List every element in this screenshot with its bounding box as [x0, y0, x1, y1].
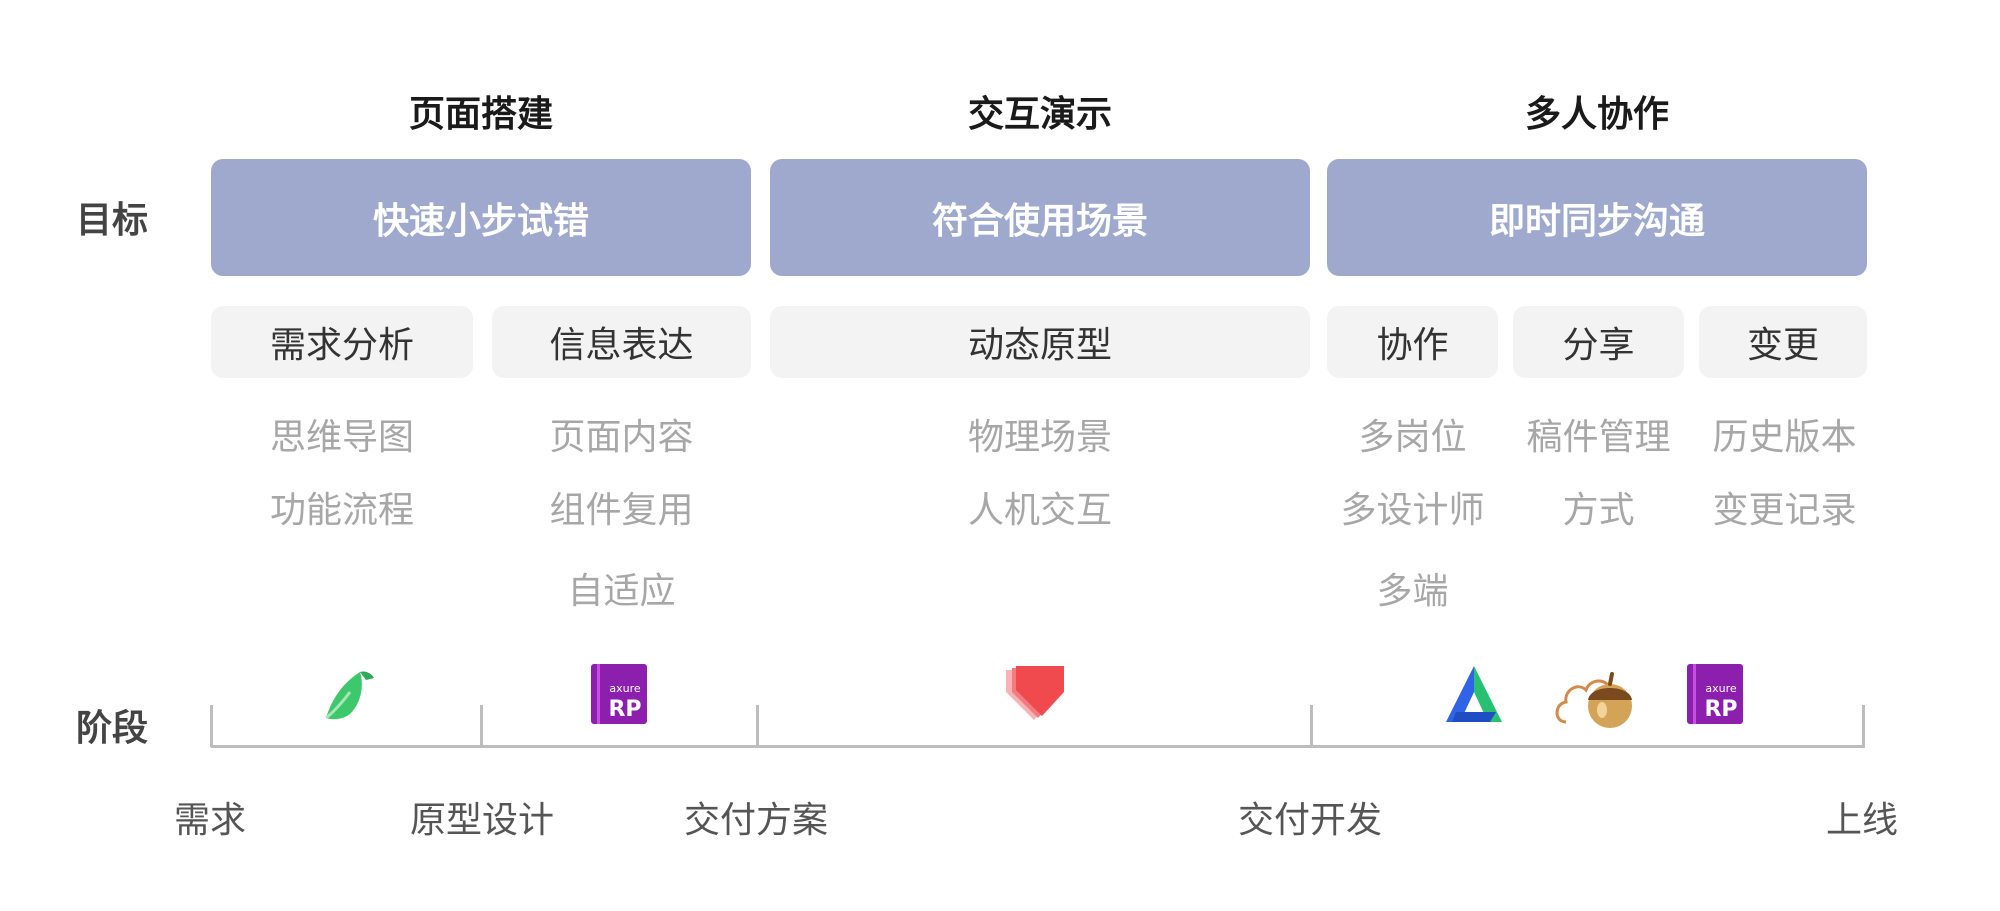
category-sharing: 分享 — [1513, 306, 1684, 378]
timeline-tick — [756, 705, 759, 747]
svg-text:axure: axure — [1705, 682, 1737, 695]
stage-label-requirement: 需求 — [173, 800, 246, 841]
sub-item-draft-management: 稿件管理 — [1526, 417, 1671, 458]
sub-item-mind-map: 思维导图 — [269, 417, 414, 458]
row-label-goal: 目标 — [76, 200, 149, 241]
row-label-stage: 阶段 — [76, 708, 149, 749]
stage-label-launch: 上线 — [1825, 800, 1898, 841]
column-title-page-building: 页面搭建 — [408, 94, 553, 135]
timeline-axis — [211, 745, 1865, 748]
svg-text:RP: RP — [608, 697, 641, 722]
goal-box-usage-scenario: 符合使用场景 — [770, 159, 1310, 276]
svg-text:axure: axure — [609, 682, 641, 695]
axure-rp-logo-icon: axure RP — [587, 662, 651, 726]
category-change: 变更 — [1699, 306, 1867, 378]
timeline-tick — [480, 705, 483, 747]
green-bird-logo-icon — [314, 662, 378, 726]
sub-item-multi-role: 多岗位 — [1358, 417, 1467, 458]
sub-item-method: 方式 — [1562, 490, 1635, 531]
timeline-tick — [1862, 705, 1865, 747]
sub-item-responsive: 自适应 — [567, 571, 676, 612]
axure-rp-logo-icon: axure RP — [1683, 662, 1747, 726]
goal-box-quick-trial: 快速小步试错 — [211, 159, 751, 276]
sub-item-physical-scene: 物理场景 — [967, 417, 1112, 458]
stage-label-deliver-plan: 交付方案 — [683, 800, 828, 841]
blue-green-a-logo-icon — [1438, 662, 1502, 726]
category-collaboration: 协作 — [1327, 306, 1498, 378]
sub-item-component-reuse: 组件复用 — [549, 490, 694, 531]
category-dynamic-prototype: 动态原型 — [770, 306, 1310, 378]
sub-item-multi-designer: 多设计师 — [1340, 490, 1485, 531]
stage-label-prototype-design: 原型设计 — [409, 800, 554, 841]
red-layered-arrow-logo-icon — [1004, 662, 1068, 726]
sub-item-page-content: 页面内容 — [549, 417, 694, 458]
sub-item-human-computer-interaction: 人机交互 — [967, 490, 1112, 531]
category-requirement-analysis: 需求分析 — [211, 306, 473, 378]
column-title-interaction-demo: 交互演示 — [967, 94, 1112, 135]
sub-item-function-flow: 功能流程 — [269, 490, 414, 531]
timeline-tick — [210, 705, 213, 747]
sub-item-history-version: 历史版本 — [1712, 417, 1857, 458]
timeline-tick — [1310, 705, 1313, 747]
svg-text:RP: RP — [1704, 697, 1737, 722]
goal-box-instant-sync: 即时同步沟通 — [1327, 159, 1867, 276]
sub-item-change-log: 变更记录 — [1712, 490, 1857, 531]
column-title-collaboration: 多人协作 — [1524, 94, 1669, 135]
sub-item-multi-device: 多端 — [1376, 571, 1449, 612]
cloud-acorn-logo-icon — [1552, 660, 1642, 730]
stage-label-deliver-development: 交付开发 — [1237, 800, 1382, 841]
category-information-expression: 信息表达 — [492, 306, 751, 378]
